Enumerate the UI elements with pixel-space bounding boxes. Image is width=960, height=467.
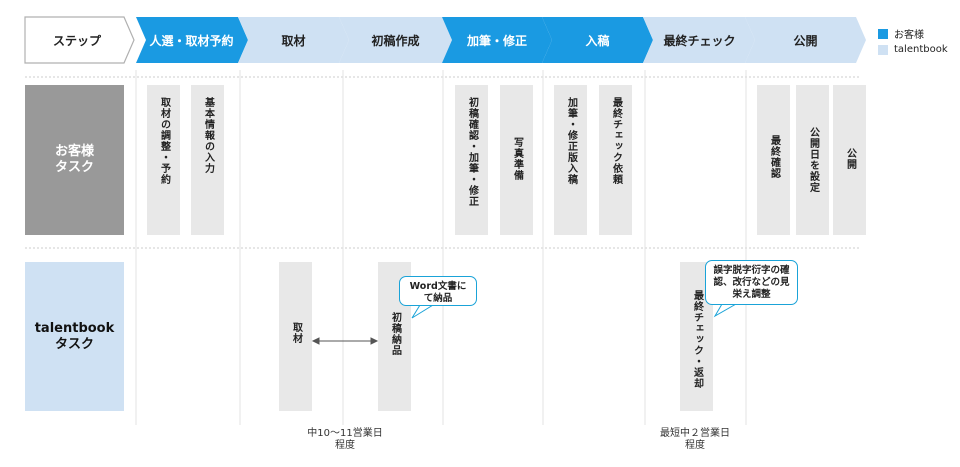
talentbook-row-label: talentbook タスク [25,262,124,411]
legend-customer-label: お客様 [894,30,924,41]
duration-second-line1: 最短中２営業日 [660,428,730,439]
duration-first: 中10～11営業日 程度 [290,428,400,452]
customer-row-label: お客様 タスク [25,85,124,235]
step-chevron-1 [24,16,135,64]
double-arrow [311,337,379,345]
step-chevron-5 [442,17,552,63]
step-label-7: 最終チェック [663,33,736,48]
column-lines [135,70,747,425]
duration-second-line2: 程度 [685,440,705,451]
talentbook-row-label-line1: talentbook [34,320,115,336]
legend-talentbook-swatch [878,44,888,55]
customer-task-label: 公開日を設定 [807,127,819,193]
customer-task-label: 最終確認 [768,135,780,179]
legend-customer-swatch [878,28,888,39]
callout-word-tail [411,304,435,319]
step-chevron-2 [136,17,248,63]
customer-task-label: 最終チェック依頼 [610,97,622,185]
step-chevron-8 [745,17,866,63]
callout-check: 誤字脱字衍字の確認、改行などの見栄え調整 [705,260,798,305]
customer-task: 写真準備 [500,85,533,235]
customer-task: 初稿確認・加筆・修正 [455,85,488,235]
customer-row-label-line1: お客様 [54,144,94,159]
duration-second: 最短中２営業日 程度 [640,428,750,452]
legend-talentbook: talentbook [878,44,948,55]
duration-first-line2: 程度 [335,440,355,451]
step-label-5: 加筆・修正 [466,33,527,48]
talentbook-row-box [25,262,124,411]
customer-task-label: 取材の調整・予約 [158,97,170,185]
talentbook-row-label-line2: タスク [54,336,94,352]
talentbook-task-label: 最終チェック・返却 [691,290,703,389]
customer-task: 基本情報の入力 [191,85,224,235]
step-label-2: 人選・取材予約 [149,33,234,48]
customer-task: 加筆・修正版入稿 [554,85,587,235]
customer-task-label: 基本情報の入力 [202,97,214,174]
step-chevron-4 [339,17,452,63]
talentbook-task: 初稿納品 [378,262,411,411]
customer-task-label: 加筆・修正版入稿 [565,97,577,185]
step-label-6: 入稿 [585,33,610,48]
customer-task-label: 初稿確認・加筆・修正 [466,97,478,207]
customer-row-box [25,85,124,235]
step-chevron-7 [643,17,755,63]
step-label-4: 初稿作成 [371,33,420,48]
customer-task: 公開日を設定 [796,85,829,235]
customer-task: 取材の調整・予約 [147,85,180,235]
customer-task-label: 公開 [844,148,856,170]
customer-task: 最終チェック依頼 [599,85,632,235]
legend-talentbook-label: talentbook [894,44,948,55]
duration-first-line1: 中10～11営業日 [307,428,383,439]
talentbook-task-label: 初稿納品 [389,312,401,356]
callout-check-tail [713,303,738,318]
callout-word: Word文書にて納品 [399,276,477,306]
talentbook-task: 取材 [279,262,312,411]
talentbook-task-label: 取材 [290,322,302,344]
customer-task: 公開 [833,85,866,235]
step-chevron-3 [238,17,349,63]
customer-task-label: 写真準備 [511,137,523,181]
step-chevron-6 [542,17,653,63]
customer-task: 最終確認 [757,85,790,235]
step-label-8: 公開 [793,33,818,48]
customer-row-label-line2: タスク [54,160,94,175]
legend-customer: お客様 [878,26,924,41]
step-label-1: ステップ [52,33,101,48]
step-label-3: 取材 [281,33,306,48]
